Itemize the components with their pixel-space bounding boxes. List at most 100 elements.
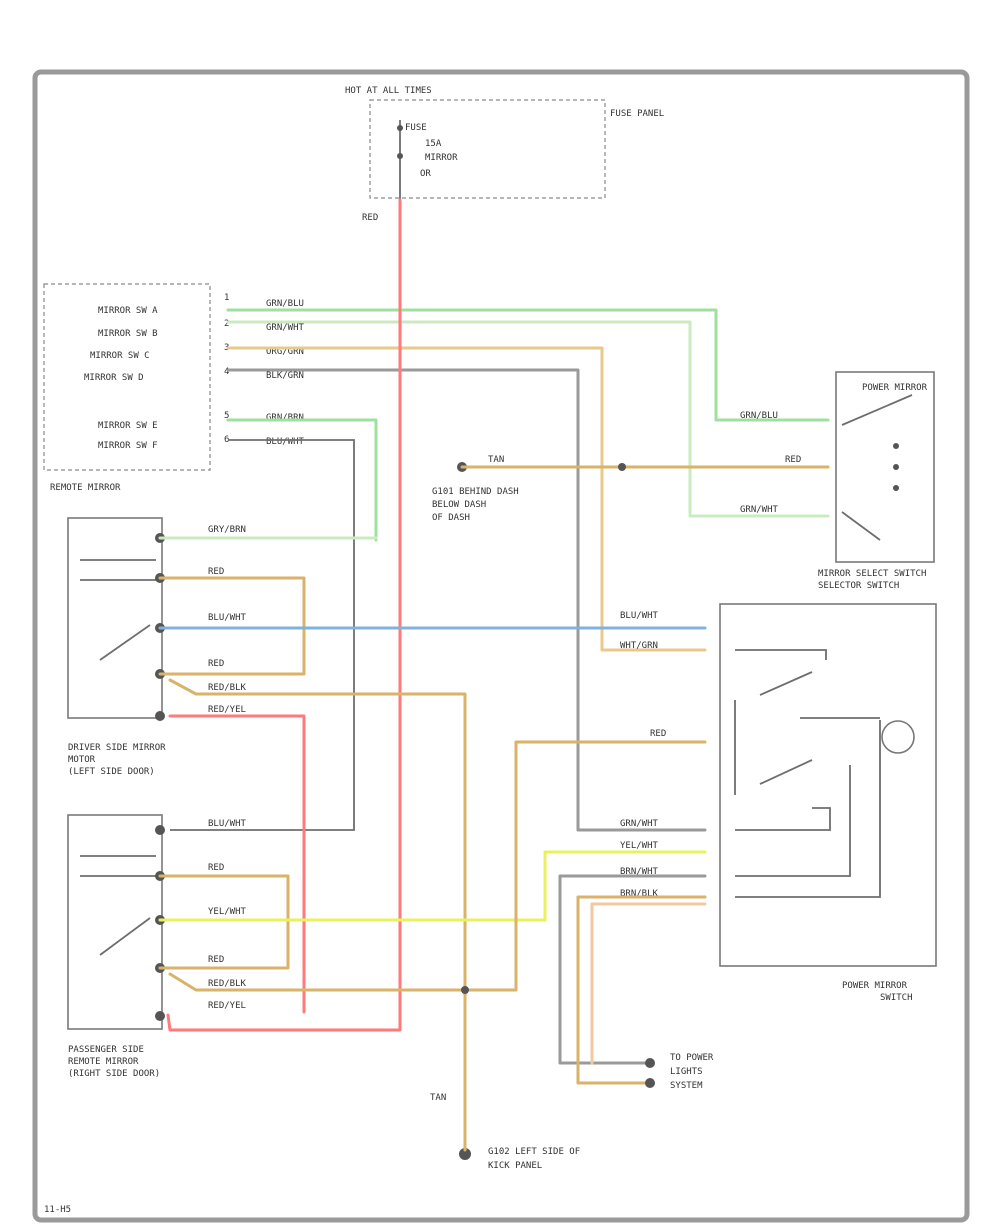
selector-switch-label-2: SELECTOR SWITCH: [818, 581, 899, 591]
wire-code-selector-1: GRN/BLU: [740, 411, 778, 421]
passenger-wire-5: RED/BLK: [208, 979, 247, 989]
fuse-terminal-1: [397, 125, 403, 131]
wire-red-right-label: RED: [785, 455, 801, 465]
splice-bottom: [461, 986, 469, 994]
passenger-mirror-pin-5: [155, 1011, 165, 1021]
ground-bottom-dot: [459, 1148, 471, 1160]
left-connector-label-2: MIRROR SW B: [98, 329, 158, 339]
wire-code-1: GRN/BLU: [266, 299, 304, 309]
ground-right-label-3: SYSTEM: [670, 1081, 703, 1091]
driver-wire-6: RED/YEL: [208, 705, 246, 715]
switch-wire-5: BRN/WHT: [620, 867, 659, 877]
passenger-mirror-caption: PASSENGER SIDE: [68, 1045, 144, 1055]
ground-right-dot-1: [645, 1058, 655, 1068]
ground-bottom-label: G102 LEFT SIDE OF: [488, 1147, 580, 1157]
ground-top-label-2: BELOW DASH: [432, 500, 486, 510]
selector-switch-box: [835, 371, 935, 563]
driver-mirror-switch: [99, 624, 151, 661]
switch-wire-1: BLU/WHT: [620, 611, 659, 621]
driver-mirror-caption: DRIVER SIDE MIRROR: [68, 743, 166, 753]
connector-pin-5: 5: [224, 411, 229, 421]
driver-wire-1: GRY/BRN: [208, 525, 246, 535]
switch-motor-symbol: [881, 720, 915, 754]
wire-label-tan-bottom: TAN: [430, 1093, 446, 1103]
wire-code-selector-2: GRN/WHT: [740, 505, 779, 515]
wire-tan-3: [226, 346, 707, 652]
driver-tan-loop: [158, 576, 306, 676]
wire-code-4: BLK/GRN: [266, 371, 304, 381]
driver-mirror-caption-2: MOTOR: [68, 755, 96, 765]
driver-tan-bus: [168, 678, 467, 1122]
switch-wire-2: WHT/GRN: [620, 641, 658, 651]
wire-green-5: [226, 418, 378, 542]
corner-code: 11-H5: [44, 1205, 71, 1215]
passenger-mirror-pin-1: [155, 825, 165, 835]
driver-wire-3: BLU/WHT: [208, 613, 247, 623]
selector-switch-lever-2: [841, 511, 881, 541]
passenger-mirror-caption-3: (RIGHT SIDE DOOR): [68, 1069, 160, 1079]
driver-wire-4: RED: [208, 659, 224, 669]
driver-mirror-label: REMOTE MIRROR: [50, 483, 121, 493]
ground-right-label-1: TO POWER: [670, 1053, 714, 1063]
connector-pin-2: 2: [224, 319, 229, 329]
power-mirror-switch-caption: POWER MIRROR: [842, 981, 908, 991]
switch-internal-wiring: [734, 649, 881, 898]
switch-wire-red-label: RED: [650, 729, 666, 739]
passenger-wire-2: RED: [208, 863, 224, 873]
selector-switch-title: POWER MIRROR: [862, 383, 928, 393]
fuse-panel-label: FUSE PANEL: [610, 109, 664, 119]
fuse-panel-title: HOT AT ALL TIMES: [345, 86, 432, 96]
wire-green-1: [226, 308, 830, 422]
switch-wire-3: GRN/WHT: [620, 819, 659, 829]
diagram-frame: [32, 69, 970, 1223]
wire-code-5: GRN/BRN: [266, 413, 304, 423]
connector-pin-1: 1: [224, 293, 229, 303]
selector-terminal-1: [893, 443, 899, 449]
fuse-text-2: 15A: [425, 139, 442, 149]
driver-mirror-pin-5: [155, 711, 165, 721]
passenger-tan-loop: [158, 874, 290, 970]
fuse-text-1: FUSE: [405, 123, 427, 133]
passenger-mirror-switch: [99, 917, 151, 956]
switch-contact-2: [759, 759, 813, 785]
wire-tan-lower: [576, 895, 707, 1085]
wire-code-2: GRN/WHT: [266, 323, 305, 333]
passenger-mirror-caption-2: REMOTE MIRROR: [68, 1057, 139, 1067]
wire-gray-4: [226, 368, 707, 832]
driver-mirror-caption-3: (LEFT SIDE DOOR): [68, 767, 155, 777]
passenger-wire-6: RED/YEL: [208, 1001, 246, 1011]
wire-red-main: [166, 198, 402, 1032]
wire-code-6: BLU/WHT: [266, 437, 305, 447]
selector-terminal-2: [893, 464, 899, 470]
wire-code-3: ORG/GRN: [266, 347, 304, 357]
selector-switch-lever-1: [841, 394, 913, 426]
left-connector-label-6: MIRROR SW F: [98, 441, 158, 451]
ground-right-label-2: LIGHTS: [670, 1067, 703, 1077]
passenger-mirror-motor-line: [80, 855, 156, 877]
wire-lightgreen-2: [226, 320, 830, 518]
fuse-terminal-2: [397, 153, 403, 159]
power-mirror-switch-caption-2: SWITCH: [880, 993, 913, 1003]
left-connector-label-4: MIRROR SW D: [84, 373, 144, 383]
driver-wire-2: RED: [208, 567, 224, 577]
passenger-yellow-wire: [158, 850, 707, 922]
fuse-text-3: MIRROR: [425, 153, 458, 163]
wire-gray-lower: [558, 874, 707, 1065]
wire-pink-lower: [590, 902, 707, 1065]
connector-pin-6: 6: [224, 435, 229, 445]
left-connector-label-3: MIRROR SW C: [90, 351, 150, 361]
left-connector-label-1: MIRROR SW A: [98, 306, 158, 316]
passenger-mirror-box: [67, 814, 163, 1030]
connector-pin-4: 4: [224, 367, 229, 377]
passenger-wire-1: BLU/WHT: [208, 819, 247, 829]
passenger-tan-bus: [168, 740, 707, 992]
driver-wire-5: RED/BLK: [208, 683, 247, 693]
passenger-wire-3: YEL/WHT: [208, 907, 247, 917]
wire-gray-6: [170, 439, 355, 831]
switch-wire-4: YEL/WHT: [620, 841, 659, 851]
ground-right-dot-2: [645, 1078, 655, 1088]
fuse-panel-box: [369, 99, 606, 199]
driver-mirror-box: [67, 517, 163, 719]
ground-top-label-3: OF DASH: [432, 513, 470, 523]
